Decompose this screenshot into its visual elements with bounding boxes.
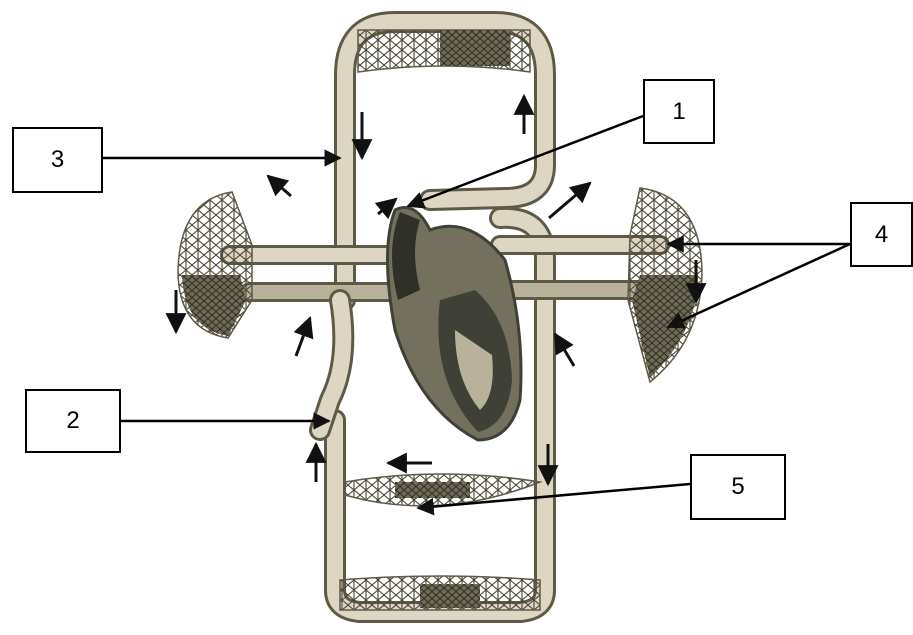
label-2-text: 2: [66, 407, 79, 435]
mid-capillary-dense: [395, 482, 470, 498]
label-4-text: 4: [875, 221, 888, 249]
label-1-text: 1: [672, 98, 685, 126]
label-box-3: 3: [12, 127, 103, 193]
label-box-4: 4: [850, 202, 913, 267]
arrow-right-lung-return: [555, 334, 574, 366]
label-3-text: 3: [51, 146, 64, 174]
label-box-1: 1: [643, 79, 715, 144]
left-lung-dense: [182, 275, 246, 336]
upper-capillary-dense: [440, 30, 510, 66]
label-5-text: 5: [731, 473, 744, 501]
arrow-right-lung-up: [549, 183, 590, 218]
label-box-5: 5: [690, 454, 786, 520]
lower-capillary-dense: [420, 584, 480, 608]
arrow-aorta-upleft: [268, 176, 291, 196]
arrow-left-lung-return: [296, 318, 310, 356]
label-box-2: 2: [25, 389, 121, 453]
